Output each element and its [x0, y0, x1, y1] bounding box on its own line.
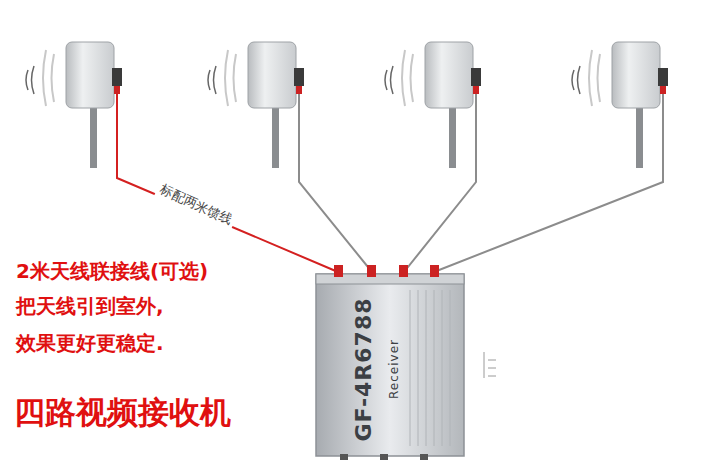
- receiver-box: GF-4R6788 Receiver: [316, 284, 464, 454]
- note-text: 把天线引到室外,: [16, 293, 164, 320]
- cable-label: 标配两米馈线: [154, 179, 238, 230]
- note-text: 效果更好更稳定.: [16, 330, 164, 357]
- device-type: Receiver: [387, 339, 401, 399]
- model-number: GF-4R6788: [351, 297, 376, 441]
- diagram-title: 四路视频接收机: [14, 392, 231, 434]
- note-text: 2米天线联接线(可选): [16, 258, 208, 285]
